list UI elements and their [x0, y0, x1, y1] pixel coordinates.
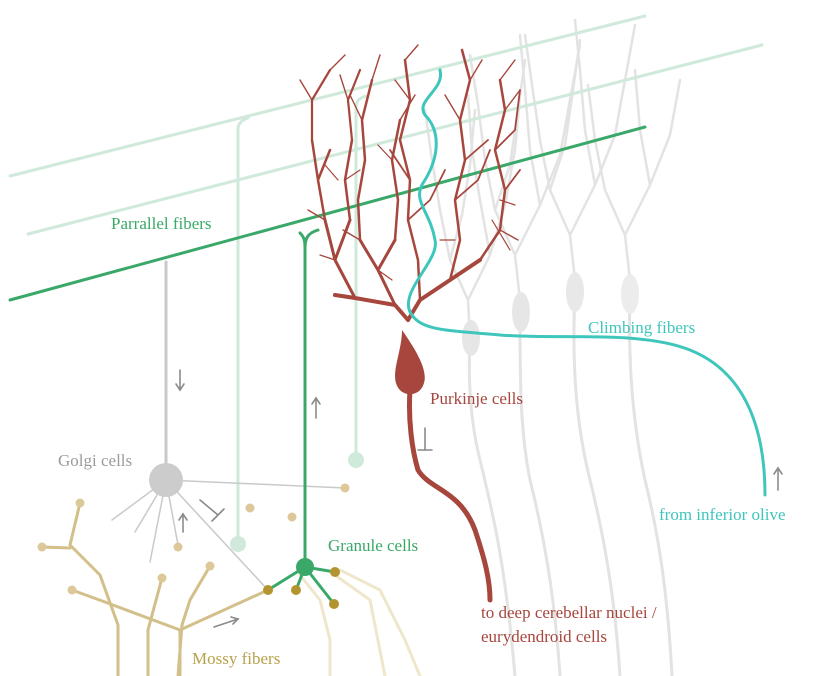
granule-cell-faint-2 [230, 536, 246, 552]
deep-nuclei-label-line1: to deep cerebellar nuclei / [481, 603, 657, 623]
arrow-up-golgi [179, 514, 187, 532]
inferior-olive-label: from inferior olive [659, 505, 786, 525]
golgi-cell-body [149, 463, 183, 497]
inhibitory-purkinje [418, 428, 432, 450]
arrow-down-golgi [176, 370, 184, 390]
purkinje-cell [300, 45, 520, 600]
golgi-cell [112, 262, 345, 590]
parallel-fiber-main [10, 127, 645, 567]
granule-cell-faint-1 [348, 452, 364, 468]
arrow-up-granule [312, 398, 320, 418]
purkinje-cells-label: Purkinje cells [430, 389, 523, 409]
purkinje-cell-body [395, 330, 425, 394]
golgi-cells-label: Golgi cells [58, 451, 132, 471]
granule-cell-body [296, 558, 314, 576]
climbing-fibers-label: Climbing fibers [588, 318, 695, 338]
deep-nuclei-label-line2: eurydendroid cells [481, 627, 607, 647]
mossy-fibers-label: Mossy fibers [192, 649, 280, 669]
parallel-fibers-label: Parrallel fibers [111, 214, 212, 234]
arrow-mossy [214, 617, 238, 627]
granule-cells-label: Granule cells [328, 536, 418, 556]
arrow-up-olive [774, 468, 782, 490]
inhibitory-golgi [200, 500, 224, 521]
purkinje-ghost-cells [425, 20, 680, 676]
